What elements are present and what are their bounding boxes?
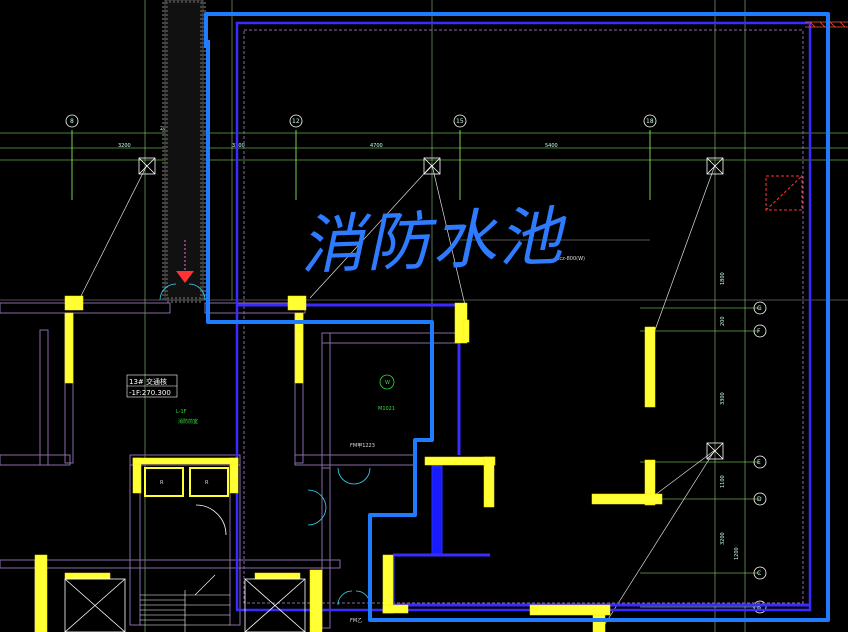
red-dashed-symbol	[765, 175, 803, 211]
small-rooms: R R	[144, 467, 229, 497]
svg-text:3300: 3300	[720, 392, 726, 405]
svg-text:W: W	[385, 380, 390, 386]
svg-text:1100: 1100	[720, 475, 726, 488]
room-tag: 13# 交通核	[129, 377, 167, 386]
door-label-2: R	[205, 480, 209, 486]
door-label-1: R	[160, 480, 164, 486]
door-swings	[159, 283, 371, 606]
room-label-transport-core: 13# 交通核 -1F:270.300 L-1F 消防前室	[126, 374, 198, 425]
svg-text:18: 18	[646, 118, 654, 125]
hatched-shaft	[162, 0, 206, 303]
vertical-grid-lines	[71, 0, 746, 632]
elevator-shafts	[64, 578, 306, 632]
column-marker-1	[138, 157, 156, 175]
handwritten-annotation: 消防水池	[299, 200, 569, 283]
dimension-3: 4700	[370, 143, 383, 149]
svg-text:12: 12	[292, 118, 300, 125]
axis-bubble-12: 12	[289, 114, 303, 128]
axis-bubble-C: C	[753, 566, 767, 580]
leader-lines	[79, 164, 716, 632]
column-markers	[138, 157, 724, 460]
top-axis-bubbles: 8 10 12 15 18	[65, 114, 657, 128]
svg-text:3200: 3200	[720, 532, 726, 545]
column-marker-3	[706, 157, 724, 175]
small-room-label-line: M1021	[378, 406, 395, 412]
svg-text:1200: 1200	[734, 547, 740, 560]
walls	[0, 302, 461, 632]
axis-bubble-G: G	[753, 301, 767, 315]
axis-bubble-D: D	[753, 492, 767, 506]
svg-text:E: E	[757, 459, 761, 466]
small-room-symbol: W M1021	[378, 374, 395, 412]
axis-bubble-B: B	[753, 600, 767, 614]
svg-text:B: B	[757, 604, 761, 611]
svg-text:G: G	[757, 305, 762, 312]
axis-bubble-15: 15	[453, 114, 467, 128]
right-axis-bubbles: G F E D C B	[753, 301, 767, 614]
svg-text:D: D	[757, 496, 762, 503]
dimension-4: 5400	[545, 143, 558, 149]
svg-text:F: F	[757, 328, 761, 335]
stairs	[140, 574, 230, 632]
svg-text:1800: 1800	[720, 272, 726, 285]
svg-text:200: 200	[720, 316, 726, 326]
axis-bubble-F: F	[753, 324, 767, 338]
room-sub-label: L-1F	[176, 409, 187, 415]
yellow-columns	[34, 295, 663, 632]
axis-bubble-8: 8	[65, 114, 79, 128]
door-tag-2: FM乙	[350, 617, 362, 624]
door-tag-1: FM甲1223	[350, 443, 375, 449]
axis-bubble-E: E	[753, 455, 767, 469]
room-sub-label-2: 消防前室	[178, 418, 198, 425]
water-tank-label: Zcz-800(W)	[556, 256, 585, 262]
dimension-1: 3200	[118, 143, 131, 149]
dimension-2: 3200	[232, 143, 245, 149]
svg-text:C: C	[757, 570, 761, 577]
room-level: -1F:270.300	[129, 389, 171, 397]
svg-text:15: 15	[456, 118, 464, 125]
red-triangle-marker	[176, 240, 194, 283]
column-marker-4	[706, 442, 724, 460]
column-marker-2	[423, 157, 441, 175]
handdrawn-boundary	[204, 12, 830, 622]
axis-bubble-18: 18	[643, 114, 657, 128]
svg-text:8: 8	[70, 118, 74, 125]
water-tank-walls	[235, 21, 812, 612]
misc-labels: FM甲1223 FM乙	[350, 443, 375, 624]
right-dimension-chain: 1800 200 3300 1100 3200 1200	[720, 272, 740, 560]
